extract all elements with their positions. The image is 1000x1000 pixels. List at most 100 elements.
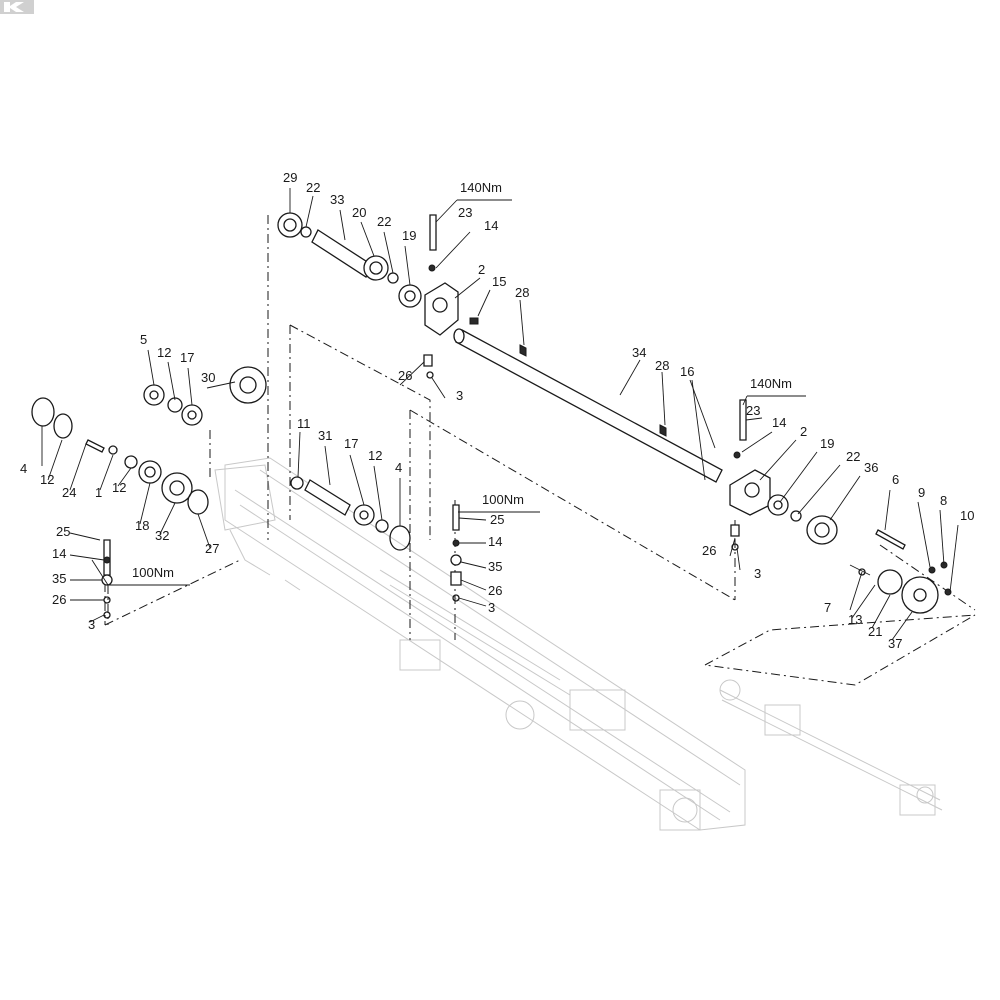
leader-line bbox=[477, 289, 491, 317]
callout-18: 18 bbox=[135, 518, 149, 533]
leader-line bbox=[460, 561, 487, 569]
callout-12: 12 bbox=[40, 472, 54, 487]
callout-19: 19 bbox=[402, 228, 416, 243]
callout-37: 37 bbox=[888, 636, 902, 651]
brand-logo bbox=[0, 0, 34, 14]
callout-31: 31 bbox=[318, 428, 332, 443]
dash-dot-boundaries bbox=[104, 215, 976, 686]
leader-line bbox=[779, 451, 818, 503]
callout-20: 20 bbox=[352, 205, 366, 220]
callout-23: 23 bbox=[458, 205, 472, 220]
callout-36: 36 bbox=[864, 460, 878, 475]
callout-30: 30 bbox=[201, 370, 215, 385]
leader-line bbox=[884, 489, 891, 531]
inset-shaft-view bbox=[719, 679, 943, 816]
callout-2: 2 bbox=[800, 424, 807, 439]
callout-28: 28 bbox=[655, 358, 669, 373]
leader-line bbox=[917, 501, 931, 568]
callout-11: 11 bbox=[297, 416, 311, 431]
callout-25: 25 bbox=[56, 524, 70, 539]
callout-14: 14 bbox=[52, 546, 66, 561]
callout-2: 2 bbox=[478, 262, 485, 277]
callout-12: 12 bbox=[157, 345, 171, 360]
callout-35: 35 bbox=[52, 571, 66, 586]
leader-line bbox=[745, 417, 763, 421]
leader-line bbox=[741, 431, 773, 453]
leader-line bbox=[69, 532, 101, 541]
leader-line bbox=[849, 571, 863, 611]
callout-9: 9 bbox=[918, 485, 925, 500]
leader-line bbox=[871, 594, 891, 629]
ghost-frame bbox=[214, 457, 746, 831]
callout-6: 6 bbox=[892, 472, 899, 487]
callout-24: 24 bbox=[62, 485, 76, 500]
callout-12: 12 bbox=[112, 480, 126, 495]
callout-22: 22 bbox=[306, 180, 320, 195]
leader-line bbox=[159, 502, 176, 535]
leader-line bbox=[691, 379, 706, 481]
leader-line bbox=[139, 482, 151, 525]
leader-line bbox=[729, 537, 736, 557]
callout-26: 26 bbox=[52, 592, 66, 607]
leader-line bbox=[117, 467, 132, 487]
leader-line bbox=[619, 359, 641, 396]
callout-34: 34 bbox=[632, 345, 646, 360]
callout-33: 33 bbox=[330, 192, 344, 207]
leader-line bbox=[373, 465, 383, 521]
leader-line bbox=[187, 367, 193, 406]
callout-8: 8 bbox=[940, 493, 947, 508]
callout-17: 17 bbox=[344, 436, 358, 451]
leader-line bbox=[99, 454, 114, 491]
callout-3: 3 bbox=[456, 388, 463, 403]
callout-17: 17 bbox=[180, 350, 194, 365]
leader-line bbox=[519, 299, 525, 346]
leader-line bbox=[197, 513, 211, 549]
leader-line bbox=[91, 559, 109, 586]
leader-line bbox=[47, 439, 63, 481]
leader-line bbox=[399, 361, 425, 386]
callout-3: 3 bbox=[88, 617, 95, 632]
callout-3: 3 bbox=[754, 566, 761, 581]
leader-line bbox=[339, 209, 346, 241]
callout-4: 4 bbox=[20, 461, 27, 476]
leader-line bbox=[949, 524, 959, 593]
callout-12: 12 bbox=[368, 448, 382, 463]
leader-lines bbox=[41, 188, 959, 641]
callout-14: 14 bbox=[488, 534, 502, 549]
callout-14: 14 bbox=[772, 415, 786, 430]
leader-line bbox=[742, 395, 748, 406]
callout-14: 14 bbox=[484, 218, 498, 233]
leader-line bbox=[435, 199, 458, 223]
callout-26: 26 bbox=[702, 543, 716, 558]
upper-parts bbox=[277, 212, 479, 379]
callout-32: 32 bbox=[155, 528, 169, 543]
callout-3: 3 bbox=[488, 600, 495, 615]
leader-line bbox=[305, 195, 314, 228]
torque-spec: 140Nm bbox=[750, 376, 792, 391]
leader-line bbox=[360, 221, 375, 257]
leader-line bbox=[736, 547, 741, 571]
callout-35: 35 bbox=[488, 559, 502, 574]
leader-line bbox=[324, 445, 331, 486]
leader-line bbox=[349, 454, 365, 506]
leader-line bbox=[167, 361, 176, 401]
callout-22: 22 bbox=[846, 449, 860, 464]
leader-line bbox=[829, 475, 861, 521]
callout-26: 26 bbox=[398, 368, 412, 383]
leader-line bbox=[939, 509, 945, 566]
leader-line bbox=[851, 584, 876, 619]
callout-23: 23 bbox=[746, 403, 760, 418]
callout-4: 4 bbox=[395, 460, 402, 475]
leader-line bbox=[689, 379, 716, 449]
leader-line bbox=[404, 245, 411, 286]
leader-line bbox=[460, 579, 487, 591]
callout-22: 22 bbox=[377, 214, 391, 229]
callout-27: 27 bbox=[205, 541, 219, 556]
callout-15: 15 bbox=[492, 274, 506, 289]
callout-1: 1 bbox=[95, 485, 102, 500]
leader-line bbox=[458, 517, 487, 521]
leader-line bbox=[891, 611, 913, 641]
leader-line bbox=[383, 231, 394, 274]
